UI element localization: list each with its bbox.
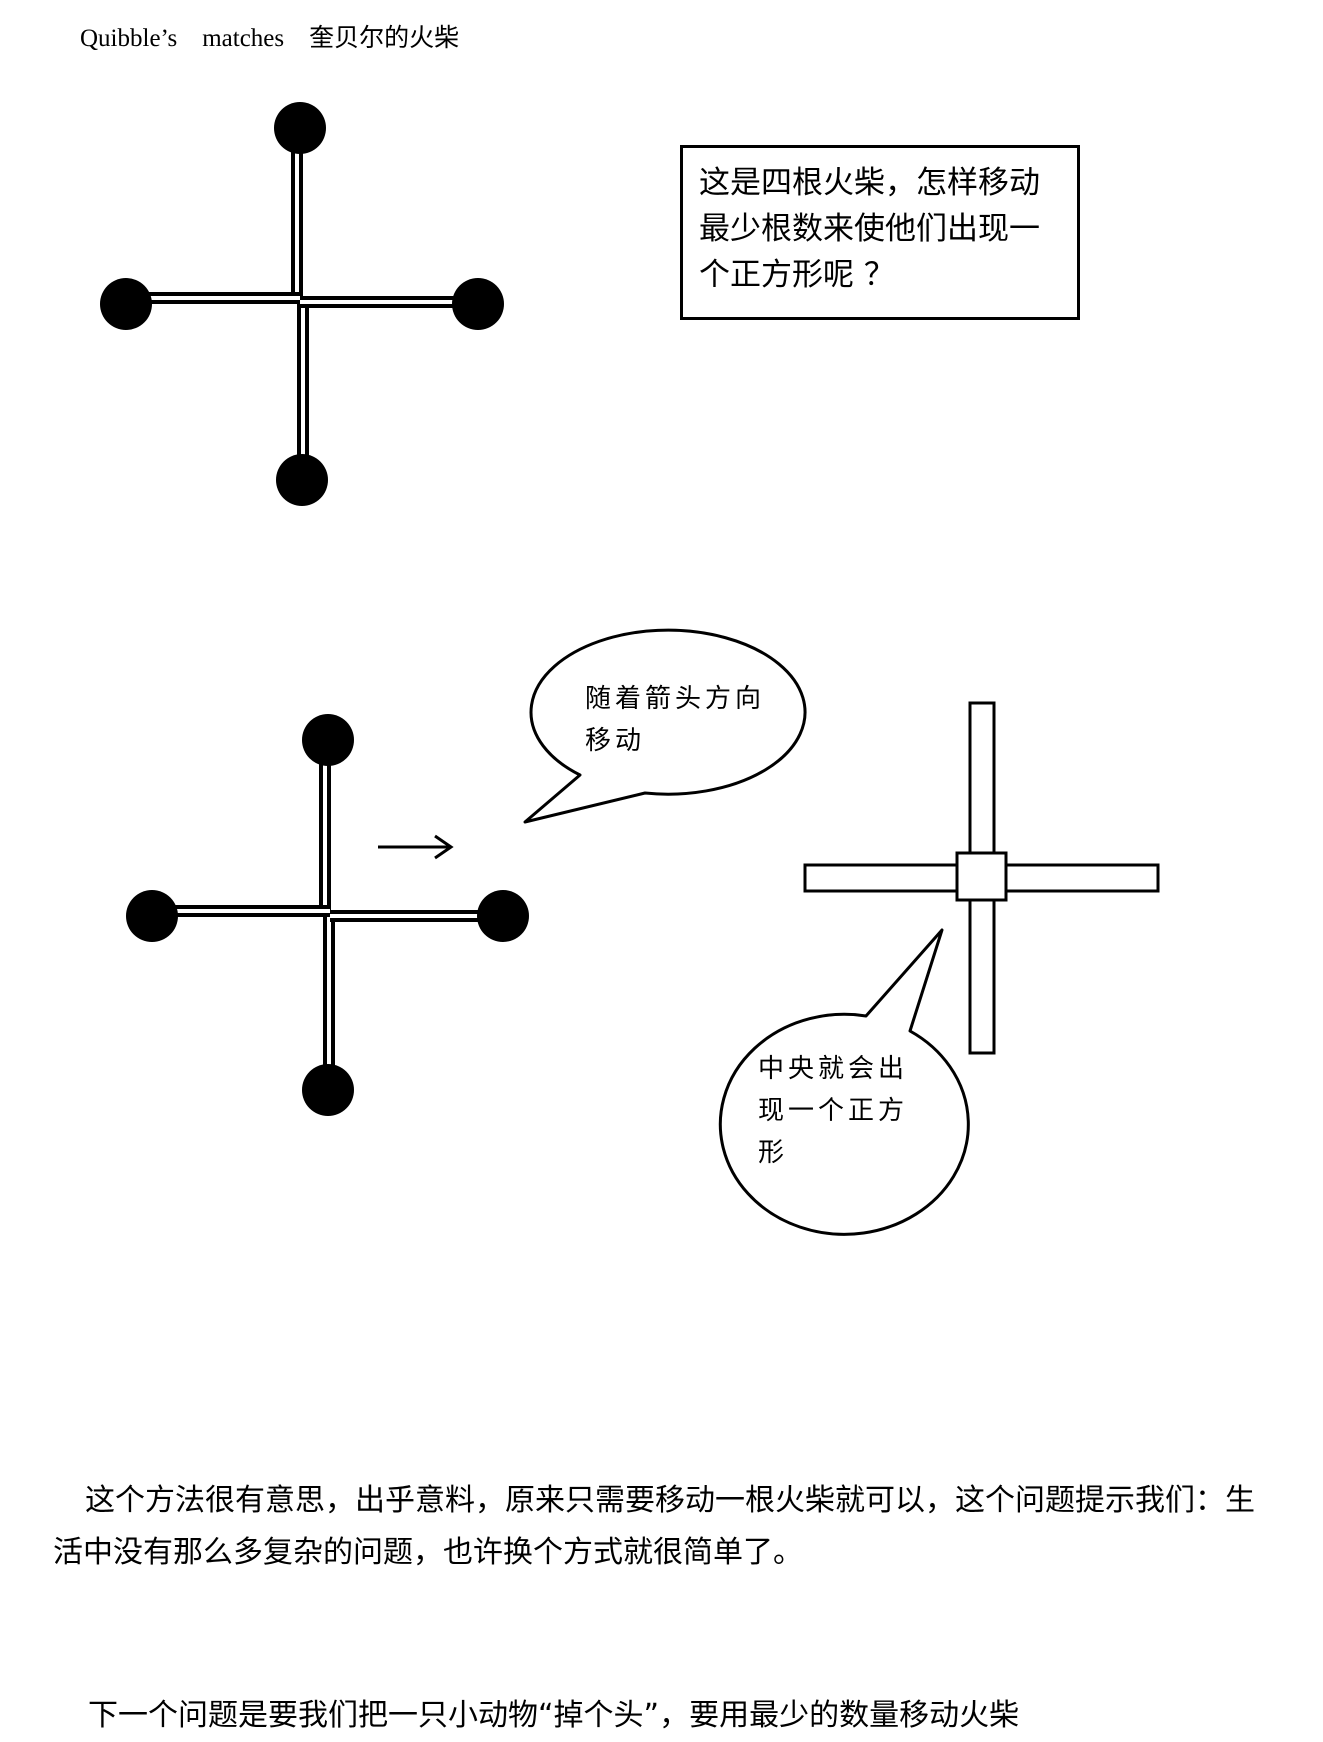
match-vertical-bottom-2 <box>302 912 354 1116</box>
match-horizontal-left-2 <box>126 890 330 942</box>
match-vertical-top-2 <box>302 714 354 912</box>
speech-bubble-bottom <box>718 928 970 1236</box>
page-title: Quibble’s matches 奎贝尔的火柴 <box>80 25 460 52</box>
speech-bubble-top <box>523 628 807 824</box>
bubble-top-text: 随着箭头方向移动 <box>585 684 766 756</box>
match-horizontal-left <box>100 278 300 330</box>
conclusion-paragraph: 这个方法很有意思，出乎意料，原来只需要移动一根火柴就可以，这个问题提示我们：生活… <box>53 1483 1255 1570</box>
match-horizontal-right <box>300 278 504 330</box>
center-square <box>955 851 1008 902</box>
cross-of-four-matches <box>100 102 504 506</box>
bubble-bottom-text: 中央就会出现一个正方形 <box>758 1054 909 1168</box>
question-box: 这是四根火柴，怎样移动最少根数来使他们出现一个正方形呢 ？ <box>680 145 1080 320</box>
next-problem-text: 下一个问题是要我们把一只小动物“掉个头”，要用最少的数量移动火柴 <box>88 1698 1020 1733</box>
right-arrow-icon <box>378 834 454 860</box>
match-vertical-bottom <box>276 300 328 506</box>
match-vertical-top <box>274 102 326 300</box>
cross-with-center-square <box>803 701 1160 1055</box>
cross-with-arrow <box>126 714 529 1116</box>
match-horizontal-right-2 <box>330 890 529 942</box>
